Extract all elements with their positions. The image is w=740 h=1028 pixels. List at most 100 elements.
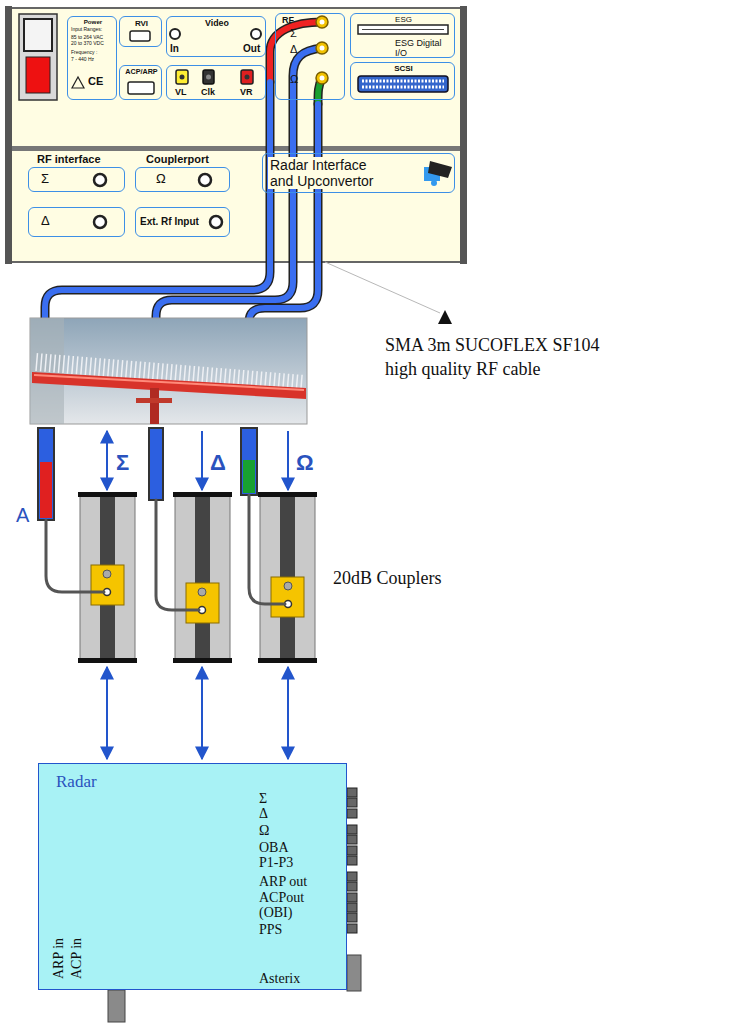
- directional-coupler: [78, 492, 317, 663]
- panel-connector: [241, 70, 253, 84]
- port-label: Δ: [41, 214, 50, 229]
- directional-coupler: [173, 658, 232, 663]
- rack-unit: [10, 8, 462, 148]
- port-box: VideoIn Out: [166, 16, 266, 57]
- panel-connector: [128, 82, 154, 94]
- port-box: Ext. Rf Input: [135, 207, 230, 237]
- cable-note: SMA 3m SUCOFLEX SF104 high quality RF ca…: [385, 333, 625, 381]
- directional-coupler: [284, 582, 292, 590]
- port-label: RF: [282, 15, 294, 25]
- panel-label: 20 to 370 VDC: [71, 41, 104, 47]
- radar-connector: [347, 872, 357, 881]
- port-label: ESG Digital I/O: [395, 38, 453, 58]
- coupler-note: 20dB Couplers: [333, 568, 442, 589]
- rack-unit: [5, 6, 467, 264]
- radar-connector: [347, 924, 357, 933]
- radar-connector: [347, 913, 357, 922]
- panel-connector: [251, 29, 261, 39]
- panel-connector: [362, 86, 444, 89]
- signal-arrow: [201, 431, 203, 490]
- signal-name: PPS: [259, 922, 282, 938]
- signal-arrow: [201, 667, 203, 759]
- coupler-wire: [46, 495, 285, 610]
- port-label: Σ: [290, 27, 297, 40]
- power-switch: [26, 57, 50, 93]
- panel-connector: [362, 29, 444, 30]
- port-label: Clk: [201, 87, 215, 97]
- cable-connector: [149, 428, 163, 500]
- coupler-wire: [46, 520, 104, 592]
- rf-connector: [320, 76, 325, 81]
- panel-connector: [176, 70, 188, 84]
- signal-label: Δ: [210, 450, 226, 475]
- panel-connector: [245, 75, 250, 80]
- panel-connector: [94, 174, 106, 186]
- directional-coupler: [258, 492, 317, 497]
- unit-icon: [424, 161, 452, 186]
- port-label: VR: [240, 87, 253, 97]
- antenna-photo: [150, 388, 159, 424]
- panel-connector: [358, 76, 448, 92]
- panel-label: Frequency :: [71, 50, 97, 56]
- leader-line: [325, 262, 440, 313]
- leader-line: [325, 262, 452, 324]
- port-label: Video: [167, 18, 267, 28]
- unit-icon: [428, 161, 452, 178]
- port-label: Δ: [290, 43, 297, 56]
- antenna-photo: [34, 375, 304, 390]
- radar-unit: RadarΣΔΩOBAP1-P3ARP outACPout(OBI)PPSAst…: [38, 763, 347, 990]
- port-box: RVI: [119, 16, 162, 47]
- panel-connector: [170, 29, 180, 39]
- power-switch: [24, 19, 52, 51]
- port-box: RFΣΔΩ: [275, 13, 345, 100]
- rf-cable: [249, 104, 318, 322]
- radar-connector: [347, 903, 357, 912]
- signal-name: ARP in: [51, 938, 67, 979]
- rf-cable: [45, 82, 270, 322]
- port-box: SCSI: [350, 62, 455, 100]
- port-label: Out: [243, 43, 260, 55]
- panel-label: Power: [68, 18, 118, 25]
- port-box: ESGESG Digital I/O: [350, 13, 455, 58]
- antenna-photo: [136, 398, 172, 403]
- port-label: Ω: [156, 172, 166, 187]
- coupler-wire: [249, 495, 285, 604]
- signal-name: (OBI): [259, 905, 292, 921]
- rf-connector: [320, 20, 325, 25]
- port-box: VLClkVR: [166, 65, 266, 100]
- power-panel: PowerInput Ranges:85 to 264 VAC20 to 370…: [67, 16, 117, 100]
- panel-label: 7 - 440 Hz: [71, 57, 94, 63]
- signal-name: OBA: [259, 840, 289, 856]
- port-label: Σ: [41, 172, 49, 187]
- radar-connector: [347, 846, 357, 855]
- port-label: In: [170, 43, 179, 55]
- radar-connector: [347, 788, 357, 797]
- cable-connector: [40, 462, 52, 518]
- directional-coupler: [198, 588, 206, 596]
- panel-label: CE: [88, 75, 103, 88]
- panel-connector: [358, 25, 448, 34]
- signal-arrow: [106, 667, 108, 759]
- signal-name: P1-P3: [259, 855, 293, 871]
- power-switch: [19, 14, 57, 100]
- radar-connector: [347, 882, 357, 891]
- port-letter: A: [16, 504, 29, 527]
- signal-name: Ω: [259, 823, 269, 839]
- signal-name: Radar: [56, 772, 97, 792]
- safety-symbol: [72, 77, 84, 88]
- rack-unit: [5, 6, 12, 264]
- rack-unit: [10, 146, 462, 151]
- directional-coupler: [186, 583, 219, 623]
- directional-coupler: [175, 495, 230, 662]
- antenna-photo: [32, 372, 306, 399]
- directional-coupler: [103, 570, 111, 578]
- radar-connector: [347, 955, 361, 991]
- port-box: CouplerportΩ: [135, 167, 230, 192]
- radar-connector: [347, 856, 357, 865]
- port-label: ACP/ARP: [120, 68, 163, 76]
- port-label: SCSI: [351, 64, 456, 73]
- signal-arrow: [287, 667, 289, 759]
- signal-label: Σ: [116, 450, 129, 475]
- directional-coupler: [271, 577, 304, 617]
